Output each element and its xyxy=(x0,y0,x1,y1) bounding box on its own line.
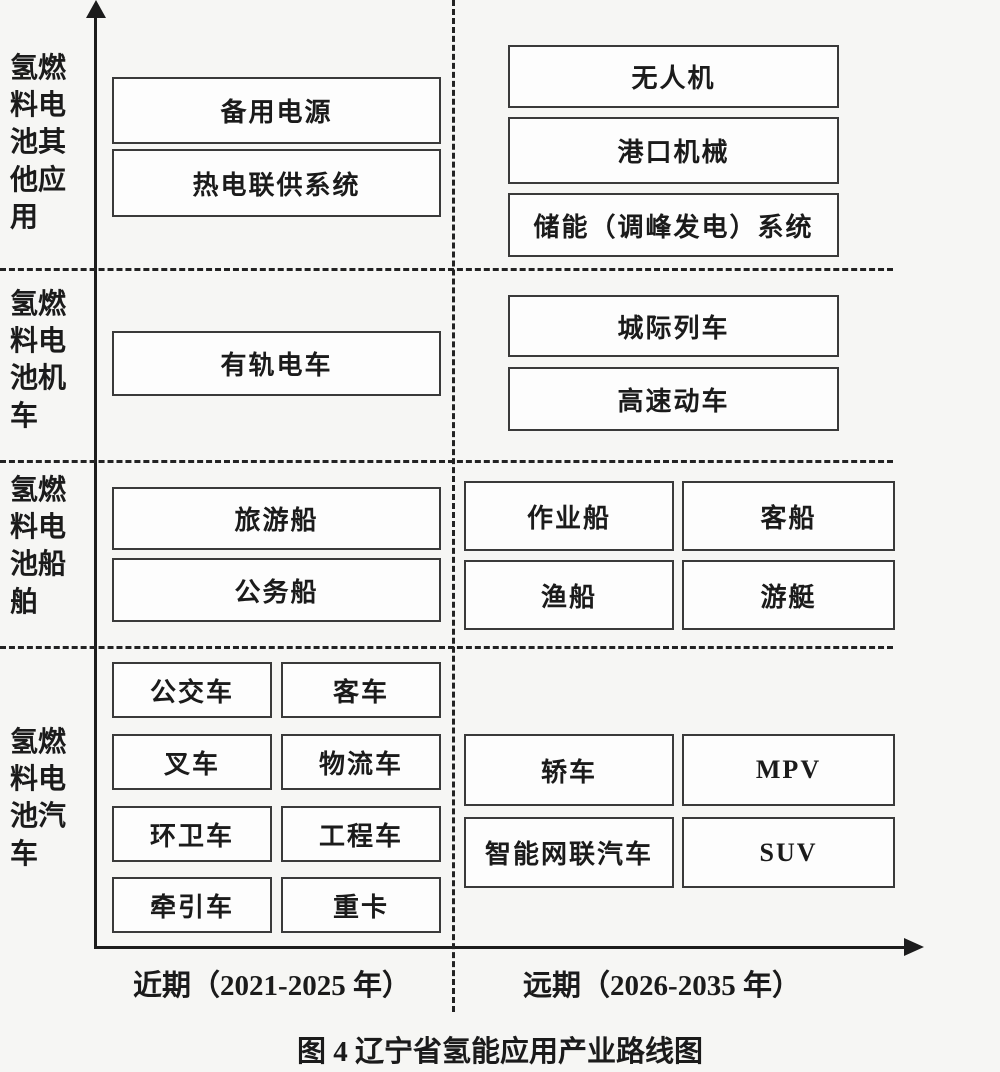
figure-caption: 图 4 辽宁省氢能应用产业路线图 xyxy=(296,1036,703,1068)
box-official-ship: 公务船 xyxy=(112,558,441,622)
box-fishing-ship: 渔船 xyxy=(464,560,674,630)
divider-row-2 xyxy=(0,460,893,463)
box-forklift: 叉车 xyxy=(112,734,272,790)
box-port-machinery: 港口机械 xyxy=(508,117,839,184)
x-axis-label-far-term: 远期（2026-2035 年） xyxy=(523,970,801,1002)
box-backup-power: 备用电源 xyxy=(112,77,441,144)
box-chp-system: 热电联供系统 xyxy=(112,149,441,217)
box-drone: 无人机 xyxy=(508,45,839,108)
box-intercity-train: 城际列车 xyxy=(508,295,839,357)
x-axis-line xyxy=(94,946,906,949)
box-high-speed-emu: 高速动车 xyxy=(508,367,839,431)
box-mpv: MPV xyxy=(682,734,895,806)
box-bus: 公交车 xyxy=(112,662,272,718)
y-axis-arrow-icon xyxy=(86,0,106,18)
category-label-fuel-cell-locomotive: 氢燃料电池机车 xyxy=(10,289,67,432)
box-intelligent-connected-vehicle: 智能网联汽车 xyxy=(464,817,674,888)
x-axis-label-near-term: 近期（2021-2025 年） xyxy=(133,970,411,1002)
box-coach: 客车 xyxy=(281,662,441,718)
box-yacht: 游艇 xyxy=(682,560,895,630)
x-axis-arrow-icon xyxy=(904,938,924,956)
box-tractor-truck: 牵引车 xyxy=(112,877,272,933)
box-sedan: 轿车 xyxy=(464,734,674,806)
box-heavy-truck: 重卡 xyxy=(281,877,441,933)
divider-row-1 xyxy=(0,268,893,271)
box-logistics-vehicle: 物流车 xyxy=(281,734,441,790)
y-axis-line xyxy=(94,16,97,948)
box-sanitation-vehicle: 环卫车 xyxy=(112,806,272,862)
category-label-fuel-cell-ship: 氢燃料电池船舶 xyxy=(10,475,67,618)
divider-row-3 xyxy=(0,646,893,649)
box-energy-storage-system: 储能（调峰发电）系统 xyxy=(508,193,839,257)
box-passenger-ship: 客船 xyxy=(682,481,895,551)
box-tourist-ship: 旅游船 xyxy=(112,487,441,550)
divider-near-far xyxy=(452,0,455,1012)
box-work-ship: 作业船 xyxy=(464,481,674,551)
box-engineering-vehicle: 工程车 xyxy=(281,806,441,862)
box-suv: SUV xyxy=(682,817,895,888)
category-label-fuel-cell-other-applications: 氢燃料电池其他应用 xyxy=(10,53,67,233)
box-tram: 有轨电车 xyxy=(112,331,441,396)
category-label-fuel-cell-vehicle: 氢燃料电池汽车 xyxy=(10,727,67,870)
